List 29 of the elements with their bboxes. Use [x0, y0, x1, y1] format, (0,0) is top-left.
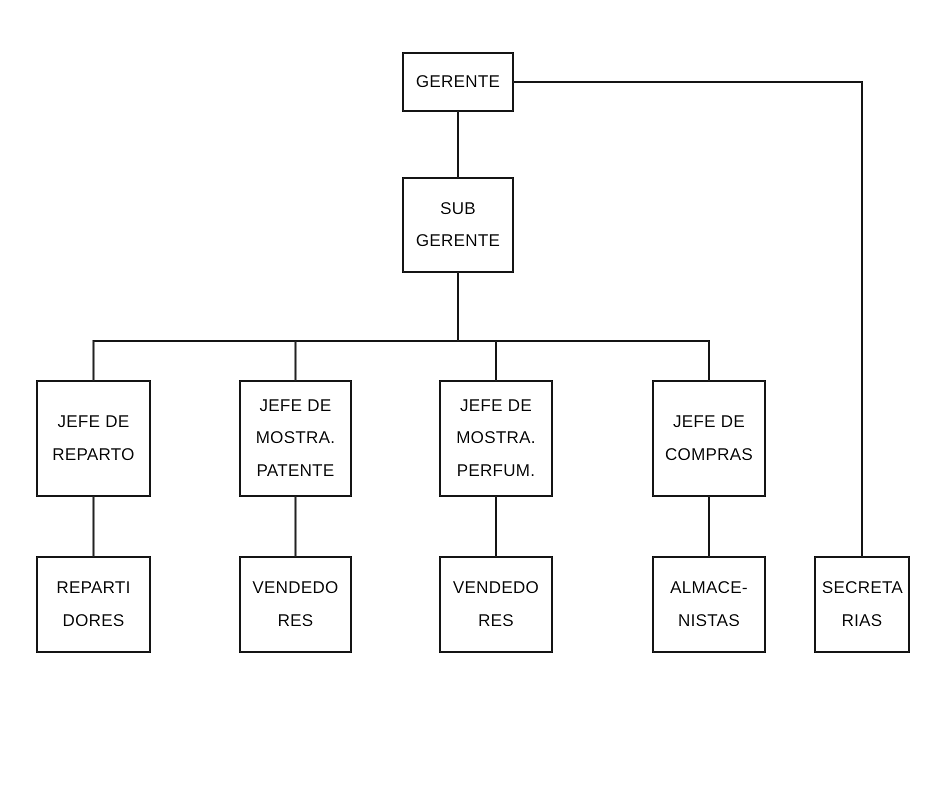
role-label: ALMACE- NISTAS — [669, 577, 749, 632]
role-label: REPARTI DORES — [55, 577, 132, 632]
org-box — [814, 556, 910, 653]
connector-line — [495, 497, 497, 556]
org-box — [652, 380, 766, 497]
connector-line — [457, 112, 459, 177]
org-box — [36, 380, 151, 497]
connector-line — [708, 497, 710, 556]
connector-line — [92, 497, 94, 556]
role-label: VENDEDO RES — [251, 577, 340, 632]
connector-line — [514, 81, 863, 556]
org-box — [439, 380, 553, 497]
connector-line — [294, 497, 296, 556]
org-box — [652, 556, 766, 653]
org-box — [239, 556, 352, 653]
org-box — [239, 380, 352, 497]
role-label: SUB GERENTE — [414, 198, 502, 252]
org-box — [402, 52, 514, 112]
role-label: GERENTE — [416, 70, 500, 93]
role-label: VENDEDO RES — [452, 577, 540, 632]
role-label: JEFE DE MOSTRA. PERFUM. — [455, 395, 537, 482]
role-label: JEFE DE MOSTRA. PATENTE — [254, 395, 336, 482]
role-label: JEFE DE COMPRAS — [664, 411, 754, 466]
role-label: JEFE DE REPARTO — [51, 411, 136, 466]
org-box — [36, 556, 151, 653]
org-box — [439, 556, 553, 653]
org-box — [402, 177, 514, 273]
connector-line — [457, 273, 710, 380]
role-label: SECRETA RIAS — [822, 577, 902, 632]
